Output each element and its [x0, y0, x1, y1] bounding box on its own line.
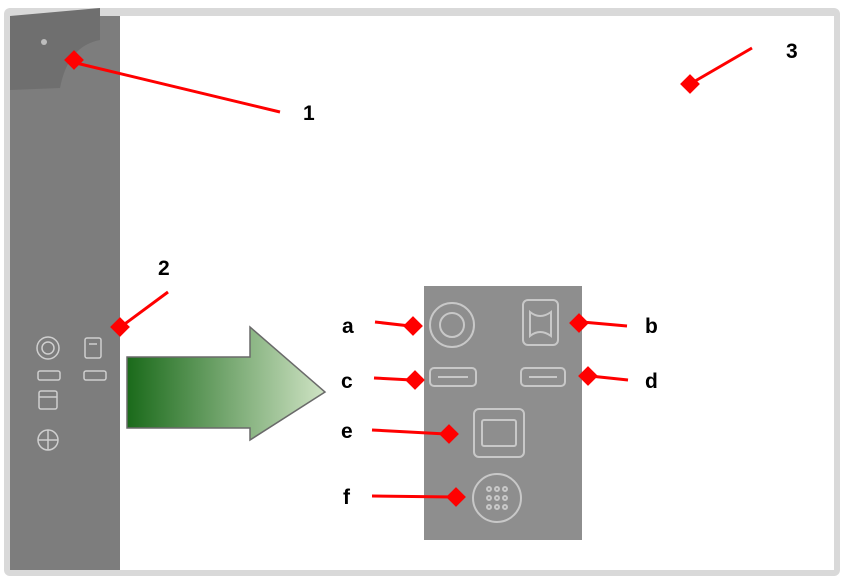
- marker-2: [110, 317, 130, 337]
- right-keyboard-icon: [83, 370, 107, 381]
- left-keyboard-icon: [429, 367, 477, 387]
- callout-labels: 1 2 3 a b c d e f: [158, 40, 798, 509]
- marker-a: [403, 316, 423, 336]
- label-f: f: [343, 486, 351, 509]
- marker-e: [439, 424, 459, 444]
- window-icon: [473, 408, 525, 458]
- writing-surface: [10, 16, 834, 570]
- leader-line-b: [581, 320, 628, 328]
- leader-line-3: [689, 46, 753, 86]
- label-e: e: [341, 420, 353, 443]
- label-a: a: [342, 315, 354, 338]
- marker-c: [405, 370, 425, 390]
- left-keyboard-icon: [37, 370, 61, 381]
- whiteboard: [4, 8, 840, 576]
- label-2: 2: [158, 257, 170, 280]
- ring-icon: [36, 336, 60, 360]
- leader-line-f: [371, 494, 455, 499]
- leader-line-1: [75, 61, 281, 114]
- label-b: b: [645, 315, 658, 338]
- keypad-icon: [472, 473, 522, 523]
- marker-f: [446, 487, 466, 507]
- right-keyboard-icon: [520, 367, 566, 387]
- screen-frame-icon: [522, 299, 559, 346]
- leader-line-2: [121, 290, 169, 328]
- pen-hole-icon: [41, 39, 47, 45]
- marker-d: [578, 366, 598, 386]
- zoomed-function-panel: [424, 286, 582, 540]
- zoom-arrow: [126, 325, 327, 442]
- window-icon: [38, 390, 58, 410]
- zoomed-panel-icons: [429, 299, 566, 523]
- keypad-icon: [37, 429, 59, 451]
- label-3: 3: [786, 40, 798, 63]
- leader-lines: [75, 46, 753, 499]
- side-strip-function-panel: [36, 336, 107, 451]
- marker-b: [569, 313, 589, 333]
- screen-frame-icon: [84, 337, 102, 359]
- leader-line-e: [371, 428, 447, 436]
- label-1: 1: [303, 102, 315, 125]
- side-strip: [10, 16, 120, 570]
- label-d: d: [645, 370, 658, 393]
- marker-1: [64, 50, 84, 70]
- ring-icon: [429, 302, 475, 348]
- pen-tray-corner-cap: [10, 8, 100, 90]
- label-c: c: [341, 370, 353, 393]
